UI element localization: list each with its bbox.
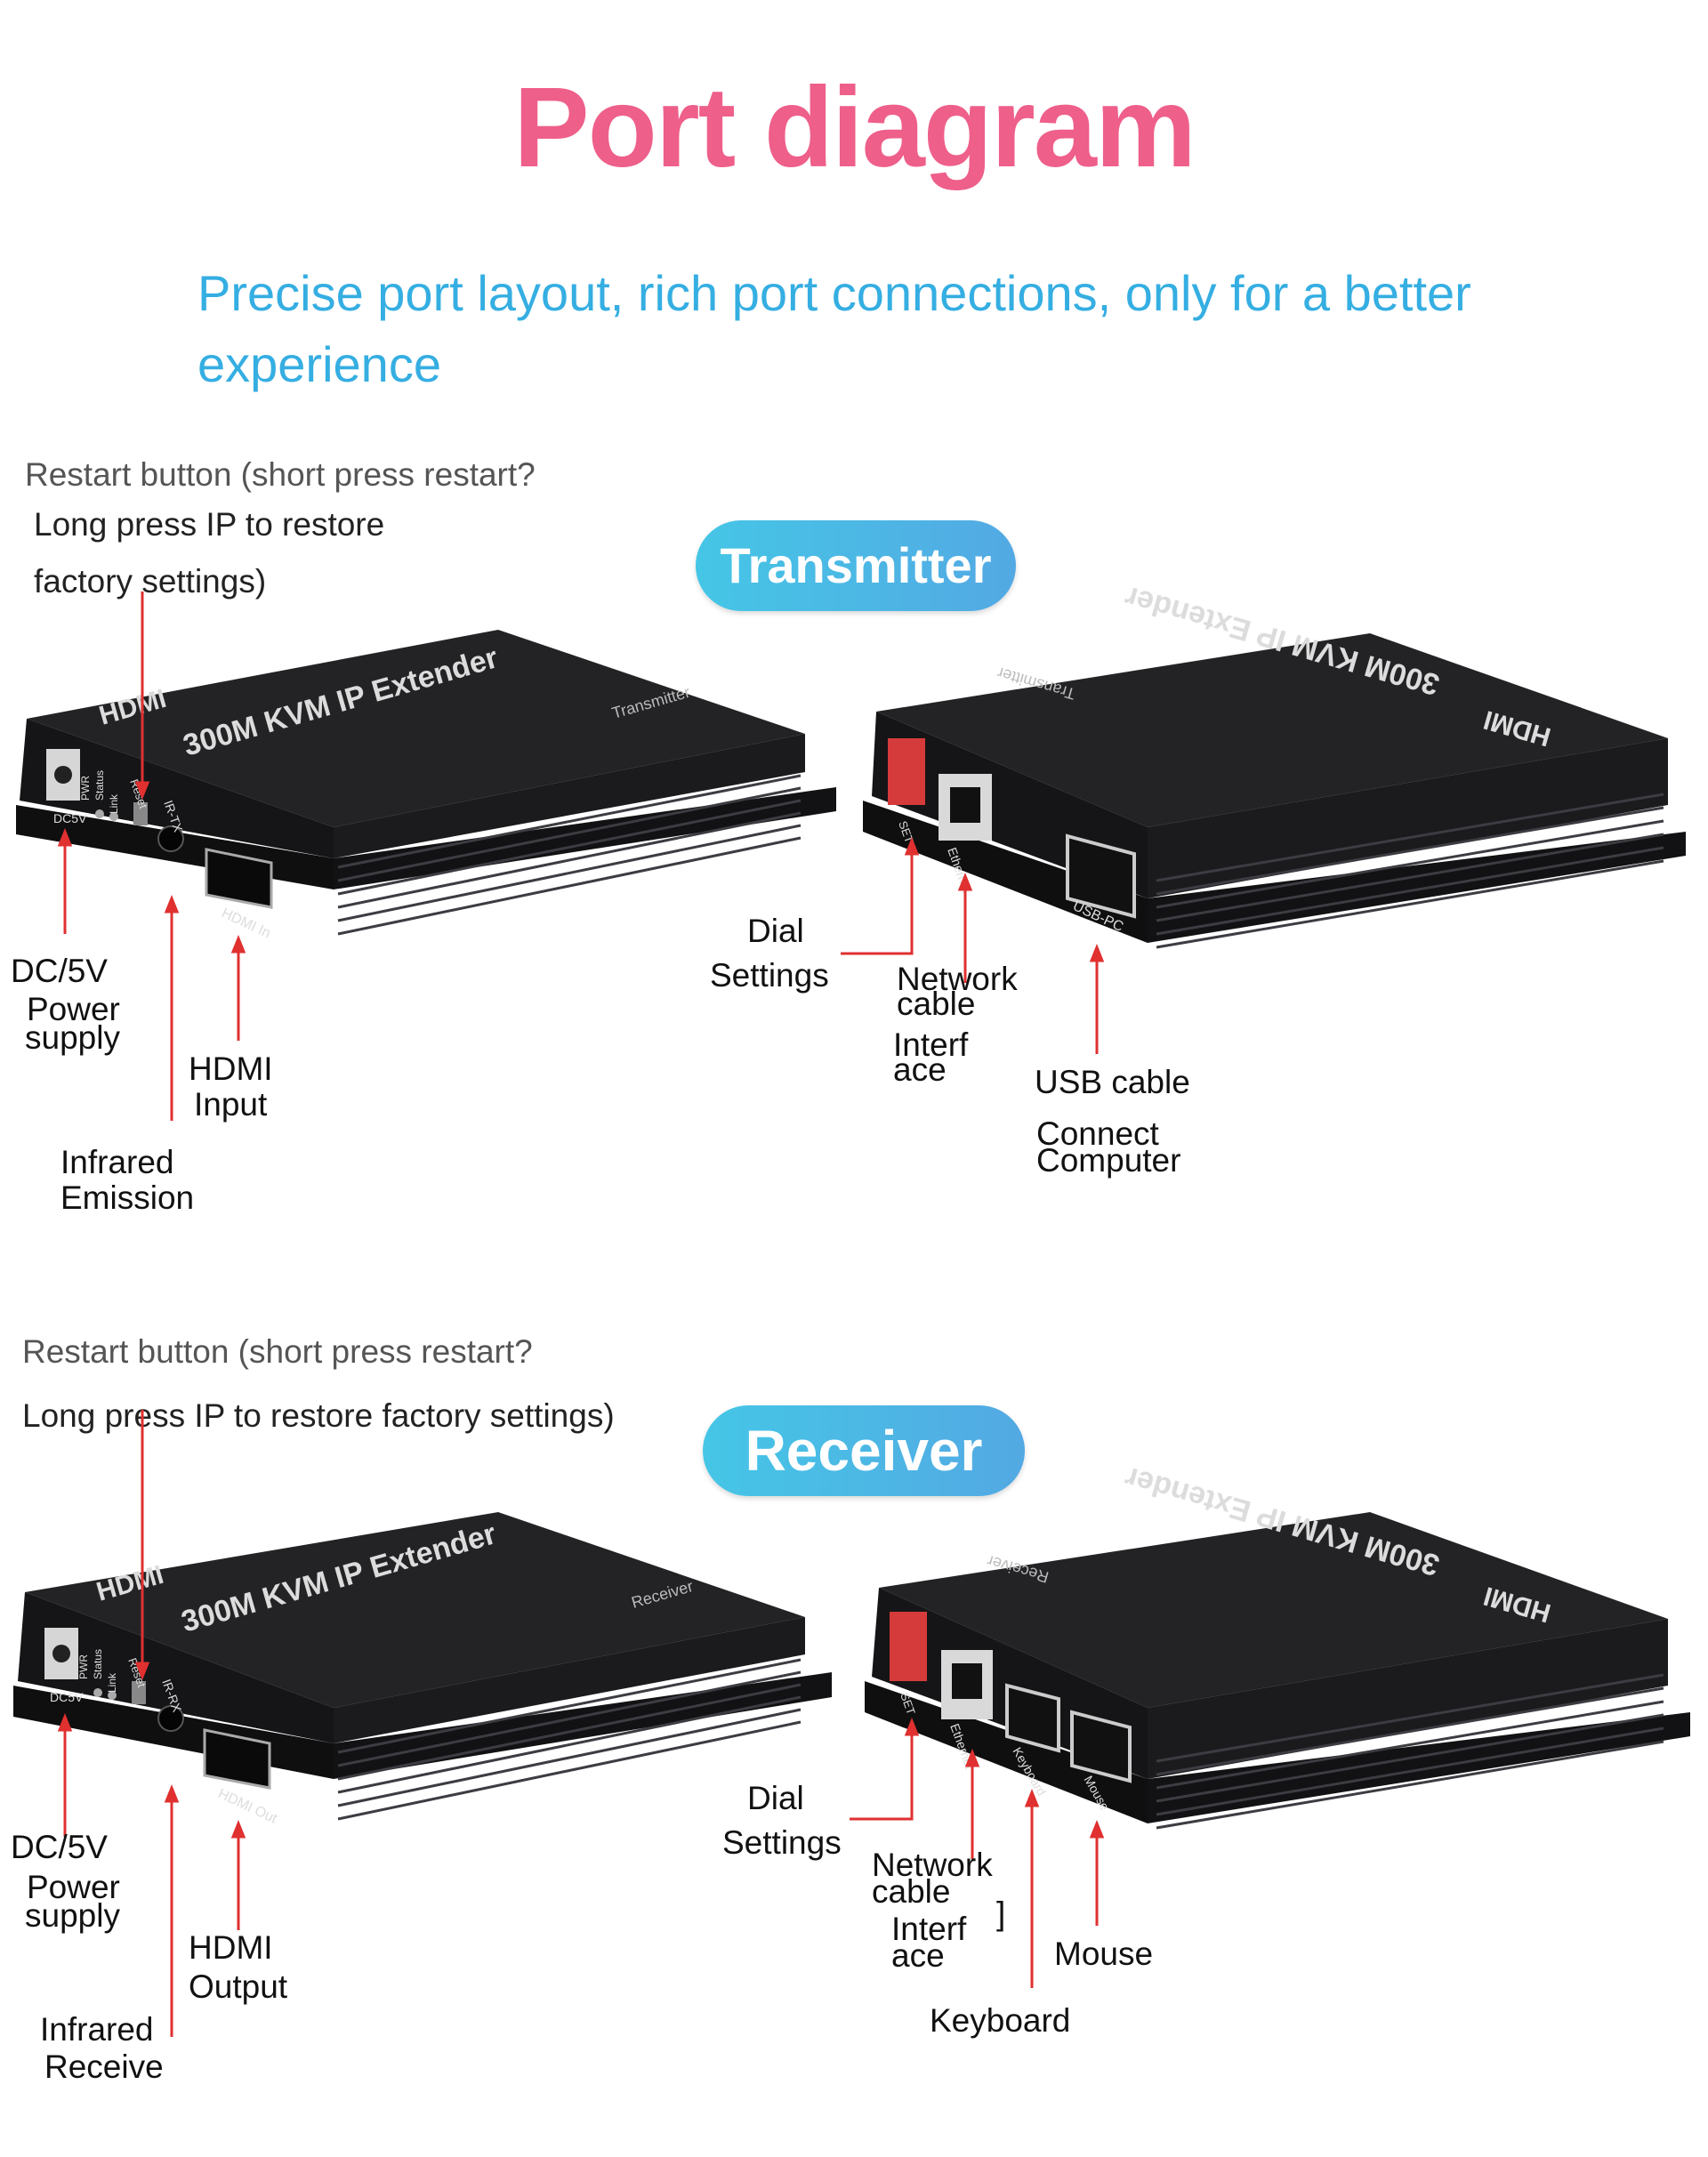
- rx-label-mouse: Mouse: [1054, 1936, 1154, 1972]
- tx-rear-device: [863, 633, 1686, 949]
- tx-label-network-ace: ace: [893, 1051, 947, 1088]
- tx-dip-switch: [888, 738, 925, 805]
- tx-label-usb-computer: Computer: [1036, 1142, 1181, 1179]
- tx-label-network: Network: [897, 961, 1018, 997]
- tx-restart-note-line3: factory settings): [34, 563, 267, 600]
- rx-label-keyboard: Keyboard: [930, 2002, 1071, 2039]
- rx-label-ir: Infrared: [40, 2011, 154, 2048]
- rx-label-network-interf: Interf: [891, 1911, 967, 1947]
- tx-label-ir-emission: Emission: [60, 1179, 195, 1216]
- tx-label-dc: DC/5V: [11, 953, 108, 989]
- tx-label-ir: Infrared: [60, 1144, 174, 1180]
- rx-restart-note-line2: Long press IP to restore factory setting…: [22, 1397, 615, 1434]
- rx-led-label-pwr: PWR: [77, 1654, 90, 1679]
- rx-label-ir-receive: Receive: [44, 2048, 164, 2085]
- tx-label-dial: Dial: [747, 913, 804, 949]
- tx-led-label-status: Status: [93, 770, 106, 801]
- tx-usb-port: [1066, 833, 1136, 919]
- rx-callout-arrows: [57, 1410, 1105, 2037]
- rx-led-label-status: Status: [92, 1649, 104, 1679]
- tx-hdmi-port: [205, 848, 273, 909]
- tx-label-dc-supply: supply: [25, 1019, 120, 1056]
- rx-hdmi-port: [203, 1728, 271, 1790]
- receiver-badge: Receiver: [703, 1405, 1025, 1496]
- rx-keyboard-port: [1005, 1683, 1060, 1753]
- tx-label-hdmi-input: Input: [194, 1086, 268, 1123]
- rx-label-hdmi: HDMI: [189, 1929, 273, 1966]
- tx-led-label-link: Link: [108, 793, 120, 814]
- rx-dip-switch: [890, 1612, 927, 1681]
- tx-reset-button: [133, 802, 148, 825]
- rx-status-led: [108, 1691, 117, 1700]
- rx-label-dc-power: Power: [27, 1869, 120, 1905]
- rx-label-network-bracket: ]: [996, 1895, 1006, 1932]
- rx-label-dc-supply: supply: [25, 1897, 120, 1934]
- rx-label-hdmi-output: Output: [189, 1968, 288, 2005]
- tx-label-dc-power: Power: [27, 991, 120, 1027]
- rx-hdmi-label: HDMI Out: [215, 1786, 279, 1827]
- rx-restart-note-line1: Restart button (short press restart?: [22, 1333, 533, 1370]
- tx-callout-arrows: [57, 592, 1105, 1121]
- rx-ir-port: [157, 1705, 184, 1732]
- tx-front-device: [16, 630, 836, 936]
- tx-label-usb: USB cable: [1035, 1064, 1190, 1100]
- tx-label-hdmi: HDMI: [189, 1050, 273, 1087]
- tx-label-usb-connect: Connect: [1036, 1115, 1159, 1152]
- rx-reset-button: [132, 1681, 146, 1704]
- tx-label-network-cable: cable: [897, 986, 976, 1022]
- rx-front-device: [13, 1512, 832, 1821]
- rx-rear-device: [865, 1512, 1690, 1830]
- tx-pwr-led: [95, 809, 104, 818]
- rx-pwr-led: [93, 1688, 102, 1697]
- tx-restart-note-line2: Long press IP to restore: [34, 506, 385, 543]
- tx-ir-port: [157, 825, 184, 852]
- rx-label-network-ace: ace: [891, 1937, 945, 1974]
- rx-dc-label: DC5V: [50, 1690, 84, 1704]
- rx-led-label-link: Link: [106, 1672, 118, 1693]
- rx-label-dial: Dial: [747, 1780, 804, 1816]
- rx-label-network: Network: [872, 1847, 993, 1883]
- page-subtitle: Precise port layout, rich port connectio…: [197, 265, 1471, 392]
- rx-mouse-port: [1070, 1710, 1132, 1783]
- page-title: Port diagram: [513, 64, 1196, 191]
- rx-label-dc: DC/5V: [11, 1829, 108, 1865]
- tx-label-dial-settings: Settings: [710, 957, 829, 994]
- tx-status-led: [109, 812, 118, 821]
- rx-label-network-cable: cable: [872, 1873, 951, 1910]
- tx-dc-label: DC5V: [53, 811, 87, 825]
- tx-led-label-pwr: PWR: [79, 776, 92, 801]
- transmitter-badge: Transmitter: [696, 520, 1016, 611]
- tx-label-network-interf: Interf: [893, 1026, 969, 1063]
- tx-restart-note-line1: Restart button (short press restart?: [25, 456, 536, 493]
- rx-label-dial-settings: Settings: [722, 1824, 842, 1861]
